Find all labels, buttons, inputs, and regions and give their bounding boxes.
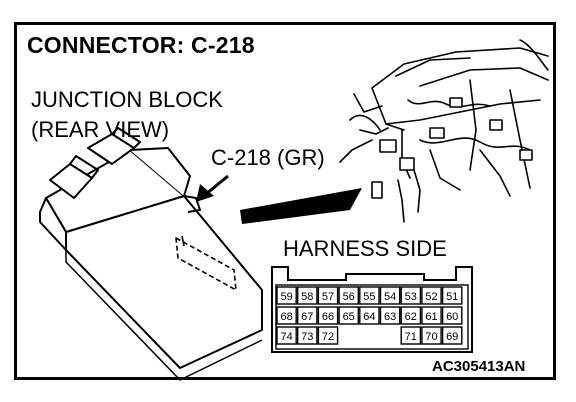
connector-callout-label: C-218 (GR) — [211, 145, 325, 170]
pin-cell — [338, 286, 360, 305]
pin-number-65: 65 — [343, 311, 355, 323]
pin-number-72: 72 — [322, 331, 334, 343]
pin-number-51: 51 — [446, 291, 458, 303]
pointer-wedge — [240, 188, 362, 224]
pin-number-62: 62 — [405, 311, 417, 323]
pin-number-54: 54 — [384, 291, 396, 303]
pin-cell — [400, 326, 422, 345]
pin-cell — [441, 286, 463, 305]
pin-cell — [297, 326, 318, 345]
pin-cell — [297, 306, 318, 325]
pin-number-70: 70 — [425, 331, 437, 343]
pin-number-66: 66 — [322, 311, 334, 323]
pin-number-67: 67 — [301, 311, 313, 323]
pin-cell — [276, 286, 297, 305]
callout-arrow — [196, 174, 229, 202]
pin-number-58: 58 — [301, 291, 313, 303]
pin-number-59: 59 — [280, 291, 292, 303]
diagram-border — [14, 22, 556, 380]
pin-cell — [359, 306, 380, 325]
pin-cell — [297, 286, 318, 305]
pin-cell — [379, 306, 401, 325]
pin-cell — [421, 286, 442, 305]
pin-number-56: 56 — [343, 291, 355, 303]
pin-number-74: 74 — [280, 331, 292, 343]
pin-cell — [421, 306, 442, 325]
pin-number-64: 64 — [363, 311, 375, 323]
connector-title: CONNECTOR: C-218 — [27, 32, 255, 58]
rear-view-label: (REAR VIEW) — [31, 117, 170, 142]
pin-cell — [338, 306, 360, 325]
pin-number-71: 71 — [405, 331, 417, 343]
pin-number-69: 69 — [446, 331, 458, 343]
pin-cell — [359, 286, 380, 305]
pin-cell — [276, 306, 297, 325]
pin-number-61: 61 — [425, 311, 437, 323]
pin-number-53: 53 — [405, 291, 417, 303]
pin-cell — [400, 286, 422, 305]
pin-number-55: 55 — [363, 291, 375, 303]
harness-side-label: HARNESS SIDE — [283, 236, 447, 261]
junction-block-illustration — [39, 127, 263, 381]
junction-block-label: JUNCTION BLOCK — [31, 87, 223, 112]
pin-number-57: 57 — [322, 291, 334, 303]
pin-cell — [441, 306, 463, 325]
pin-cell — [317, 286, 339, 305]
pin-number-68: 68 — [280, 311, 292, 323]
figure-code: AC305413AN — [432, 358, 526, 375]
vehicle-wiring-illustration — [339, 39, 549, 223]
pin-number-60: 60 — [446, 311, 458, 323]
pin-grid: 59 58 57 56 55 54 53 52 51 68 67 66 65 64 63 62 61 60 74 73… — [276, 286, 463, 345]
pin-number-73: 73 — [301, 331, 313, 343]
pin-number-63: 63 — [384, 311, 396, 323]
pin-cell — [379, 286, 401, 305]
pin-cell — [276, 326, 297, 345]
pin-number-52: 52 — [425, 291, 437, 303]
pin-cell — [421, 326, 442, 345]
pin-cell — [317, 326, 339, 345]
empty-pin-cell — [339, 327, 359, 344]
empty-pin-cell — [380, 327, 400, 344]
pin-cell — [441, 326, 463, 345]
pin-cell — [400, 306, 422, 325]
pin-cell — [317, 306, 339, 325]
empty-pin-cell — [359, 327, 379, 344]
